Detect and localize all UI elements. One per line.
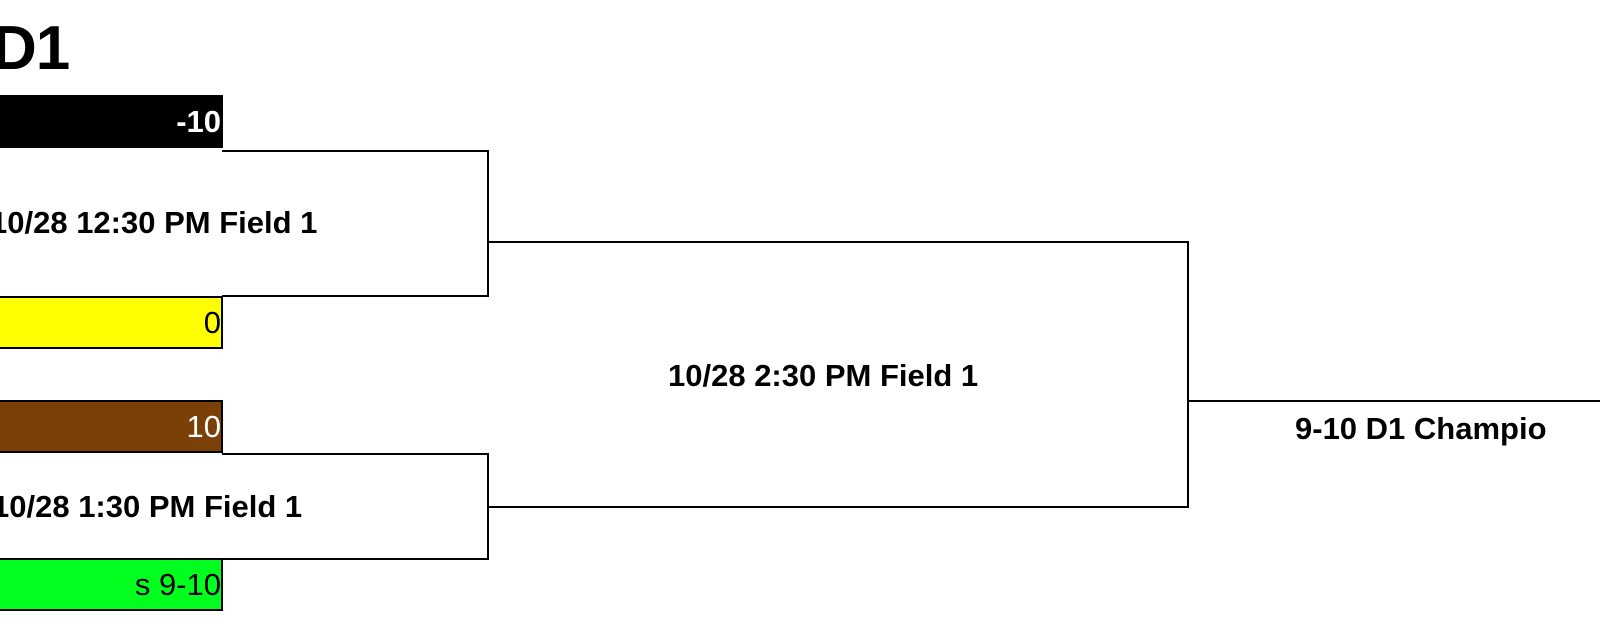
team-slot-4: s 9-10 (0, 558, 223, 611)
team-slot-1-label: -10 (176, 104, 221, 139)
champion-label: 9-10 D1 Champio (1295, 411, 1547, 446)
team-slot-1: -10 (0, 95, 223, 148)
team-slot-4-label: s 9-10 (134, 567, 221, 602)
semifinal-2-game-info: 10/28 1:30 PM Field 1 (0, 489, 303, 524)
team-slot-3: 10 (0, 400, 223, 453)
semifinal-1-game-info: 10/28 12:30 PM Field 1 (0, 205, 318, 240)
team-slot-2: 0 (0, 296, 223, 349)
final-game-info: 10/28 2:30 PM Field 1 (668, 358, 979, 393)
team-slot-2-label: 0 (203, 305, 221, 340)
bracket-title: D1 (0, 14, 70, 83)
team-slot-3-label: 10 (186, 409, 221, 444)
